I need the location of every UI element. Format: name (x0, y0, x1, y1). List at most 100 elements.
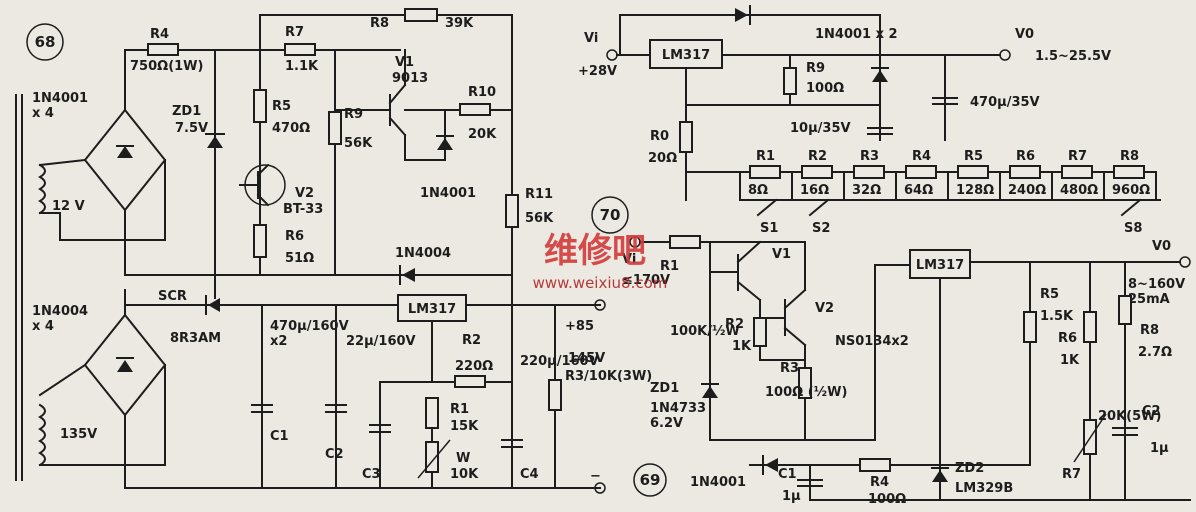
circuit-top-right: Vi +28V LM317 1N4001 x 2 V0 1.5~25.5V R9… (578, 5, 1161, 236)
C3-label: C3 (362, 467, 381, 482)
diode-1N4001 (437, 138, 453, 150)
reg68-label: LM317 (408, 302, 456, 317)
c70-vi-value: ≤170V (622, 273, 670, 288)
watermark: 维修吧 www.weixiu8.com (533, 231, 668, 292)
R3-68-label: R3/10K(3W) (565, 369, 652, 384)
ladder-resistor-2 (801, 165, 833, 179)
c70-R6-value: 1K (1060, 353, 1080, 368)
R1-68-label: R1 (450, 402, 469, 417)
c70-R8: R8 (1140, 323, 1159, 338)
V2-label: V2 (295, 186, 314, 201)
scr (208, 298, 220, 312)
diode-1N4001-70 (765, 458, 778, 472)
ladder-resistor-7 (1061, 165, 1093, 179)
watermark-text: 维修吧 (544, 231, 646, 271)
ladder-resistor-5 (957, 165, 989, 179)
upper-ac-voltage: 12 V (52, 199, 85, 214)
vo-terminal (999, 49, 1011, 61)
resistor-R1-70 (669, 235, 701, 249)
diode-top (735, 8, 748, 22)
R11-label: R11 (525, 187, 553, 202)
C2-value: 22µ/160V (346, 334, 416, 349)
switch (808, 198, 830, 217)
resistor-R5-70 (1023, 311, 1037, 343)
R7-label: R7 (285, 25, 304, 40)
switch-label: S2 (812, 221, 830, 236)
ladder-label: R8 (1120, 149, 1139, 164)
resistor-R1-68 (425, 397, 439, 429)
c70-R7-value: 20K(5W) (1098, 409, 1161, 424)
SCR-value: 8R3AM (170, 331, 221, 346)
c70-V2: V2 (815, 301, 834, 316)
c70-C2: C2 (1142, 404, 1161, 419)
ladder-value: 64Ω (904, 183, 933, 198)
ZD1-value: 7.5V (175, 121, 208, 136)
ladder-value: 240Ω (1008, 183, 1046, 198)
zener-ZD1 (207, 136, 223, 148)
resistor-R3-70 (798, 367, 812, 399)
ladder-value: 32Ω (852, 183, 881, 198)
circuit-number-68: 68 (35, 33, 56, 51)
c70-diode: 1N4001 (690, 475, 746, 490)
resistor-R3-68 (548, 379, 562, 411)
c70-R6: R6 (1058, 331, 1077, 346)
top-R9: R9 (806, 61, 825, 76)
output-terminal-plus (594, 299, 606, 311)
resistor-ladder: R18ΩR216ΩR332ΩR464ΩR5128ΩR6240ΩR7480ΩR89… (739, 149, 1157, 236)
ladder-label: R4 (912, 149, 931, 164)
switch (756, 198, 778, 217)
c70-R4: R4 (870, 475, 889, 490)
secondary-coil-lower (38, 403, 46, 467)
ladder-resistor-1 (749, 165, 781, 179)
C4-label: C4 (520, 467, 539, 482)
top-vo-value: 1.5~25.5V (1035, 49, 1111, 64)
R10-label: R10 (468, 85, 496, 100)
V1-label: V1 (395, 55, 414, 70)
regulator-lm317-68 (397, 294, 467, 322)
resistor-R9 (328, 111, 342, 145)
R11-value: 56K (525, 211, 554, 226)
ladder-value: 16Ω (800, 183, 829, 198)
c70-R2-value: 1K (732, 339, 752, 354)
switch (1120, 198, 1142, 217)
c70-R1: R1 (660, 259, 679, 274)
switch-label: S8 (1124, 221, 1142, 236)
top-vi-value: +28V (578, 64, 617, 79)
top-reg: LM317 (662, 48, 710, 63)
W-label: W (456, 451, 470, 466)
c70-R2: R2 (725, 317, 744, 332)
top-c-small: 10µ/35V (790, 121, 851, 136)
R6-label: R6 (285, 229, 304, 244)
C4-value: 220µ/160V (520, 354, 599, 369)
ladder-resistor-4 (905, 165, 937, 179)
top-vi: Vi (584, 31, 598, 46)
c70-R8-value: 2.7Ω (1138, 345, 1172, 360)
top-c-big: 470µ/35V (970, 95, 1040, 110)
c70-vi: Vi (622, 252, 636, 267)
ladder-value: 480Ω (1060, 183, 1098, 198)
diode2-label: 1N4004 (395, 246, 451, 261)
diode1-label: 1N4001 (420, 186, 476, 201)
lower-ac-voltage: 135V (60, 427, 97, 442)
resistor-R10 (459, 103, 491, 116)
R5-label: R5 (272, 99, 291, 114)
c70-R3-value: 100Ω (½W) (765, 385, 847, 400)
ladder-resistor-6 (1009, 165, 1041, 179)
resistor-R8-70 (1118, 295, 1132, 325)
resistor-R2-68 (454, 375, 486, 388)
R2-68-value: 220Ω (455, 359, 493, 374)
output-range: 145V (568, 351, 605, 366)
R2-68-label: R2 (462, 333, 481, 348)
ladder-label: R3 (860, 149, 879, 164)
output-terminal-minus (594, 482, 606, 494)
ladder-value: 960Ω (1112, 183, 1150, 198)
c70-V2-value: NS0134x2 (835, 334, 909, 349)
c70-reg: LM317 (916, 258, 964, 273)
